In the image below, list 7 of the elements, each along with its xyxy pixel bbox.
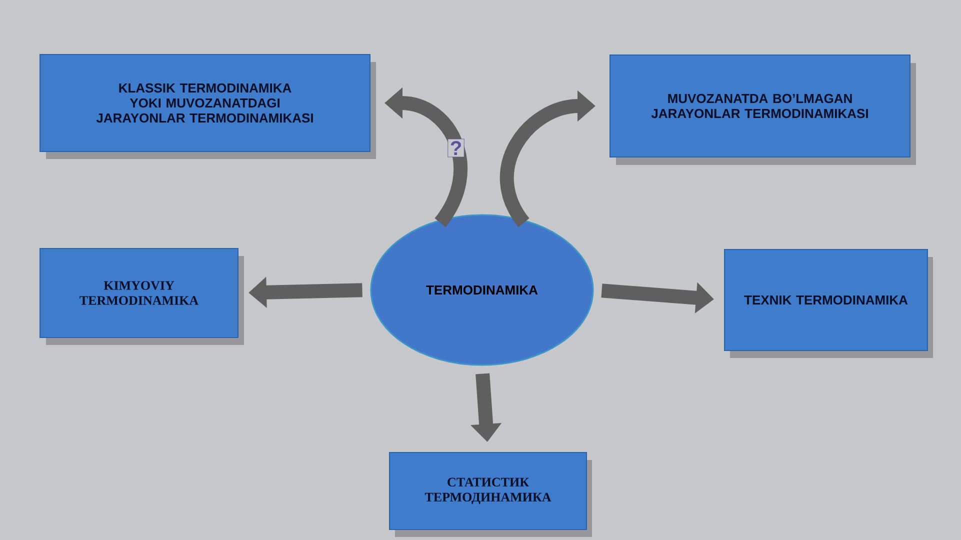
process-box: KIMYOVIY TERMODINAMIKA (40, 248, 238, 338)
process-box: TEXNIK TERMODINAMIKA (724, 249, 928, 351)
process-box: KLASSIK TERMODINAMIKA YOKI MUVOZANATDAGI JARAYONLAR TERMODINAMIKASI (40, 54, 370, 152)
missing-glyph-box: ? (448, 138, 464, 158)
process-box: СТАТИСТИК ТЕРМОДИНАМИКА (389, 452, 587, 530)
ellipse-node: TERMODINAMIKA (370, 214, 594, 366)
process-box: MUVOZANATDA BO’LMAGAN JARAYONLAR TERMODINAMIKASI (610, 54, 910, 158)
